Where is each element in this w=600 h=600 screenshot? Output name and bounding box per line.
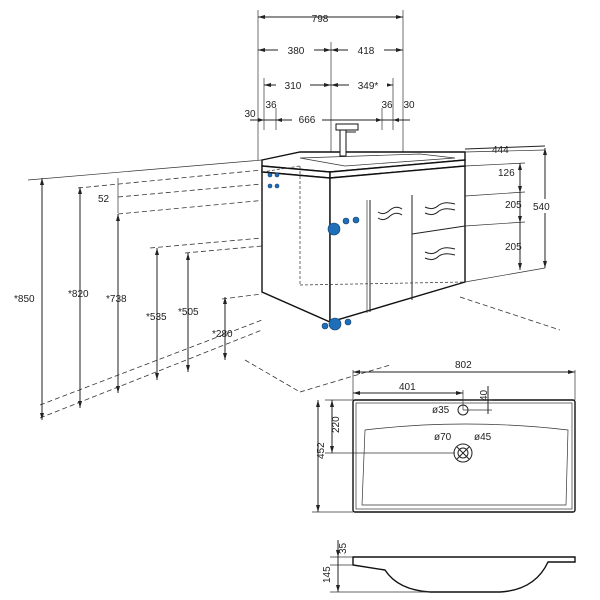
dim-pipe-535: *535	[146, 312, 167, 323]
dim-right-edge: 30	[403, 100, 415, 111]
drawer-handle-top-icon	[424, 202, 456, 216]
dim-tap-hole: ø35	[432, 405, 450, 416]
left-vertical-dimensions: *850 *820 *738 52 *535 *505 *280	[14, 178, 233, 420]
dim-overall-width: 798	[312, 14, 329, 25]
dim-left-half: 380	[288, 46, 305, 57]
water-connector-icon	[342, 217, 350, 225]
right-dimensions: 444 126 205 205 540	[464, 145, 556, 283]
dim-tap-offset: 401	[399, 382, 416, 393]
drawer-handle-bottom-icon	[424, 247, 456, 261]
dim-right-small: 36	[381, 100, 393, 111]
dim-drawer-top: 126	[498, 168, 515, 179]
dim-top-height: *820	[68, 289, 89, 300]
dim-right-half: 418	[358, 46, 375, 57]
dim-drain: *280	[212, 329, 233, 340]
dim-cabinet-top: *738	[106, 294, 127, 305]
dim-hole-spacing: 666	[299, 115, 316, 126]
dim-basin-depth: 452	[316, 442, 327, 459]
tap-hole-icon	[457, 404, 469, 416]
drain-connector-icon	[344, 318, 352, 326]
faucet-icon	[335, 123, 359, 157]
top-dimension-chain: 798 380 418 310 349* 36 36 30 666 30	[244, 10, 415, 160]
dim-drain-hole: ø70	[434, 432, 452, 443]
dim-tap-edge: 40	[479, 389, 490, 401]
drain-connector-icon	[328, 317, 342, 331]
dim-pipe-505: *505	[178, 307, 199, 318]
basin-plan-view: 802 401 40 ø35 ø70 ø45 220	[312, 360, 576, 513]
dim-drawer-bottom: 205	[505, 242, 522, 253]
water-connector-icon	[327, 222, 341, 236]
dim-left-offset: 310	[285, 81, 302, 92]
dim-counter-height: *850	[14, 294, 35, 305]
dim-right-offset: 349*	[358, 81, 379, 92]
vanity-cabinet	[261, 123, 466, 331]
dim-basin-width: 802	[455, 360, 472, 371]
dim-height: 540	[533, 202, 550, 213]
dim-section-height: 145	[322, 566, 333, 583]
dim-drain-inner: ø45	[474, 432, 492, 443]
dim-left-small: 36	[265, 100, 277, 111]
water-connector-icon	[352, 216, 360, 224]
drain-connector-icon	[321, 322, 329, 330]
door-handle-icon	[377, 206, 403, 221]
dim-left-edge: 30	[244, 109, 256, 120]
dim-section-rim: 35	[338, 542, 349, 554]
dim-drawer-mid: 205	[505, 200, 522, 211]
dim-bowl-offset: 220	[331, 416, 342, 433]
dim-offset-52: 52	[98, 194, 110, 205]
basin-section-view: 35 145	[322, 540, 576, 593]
dim-depth: 444	[492, 145, 509, 156]
